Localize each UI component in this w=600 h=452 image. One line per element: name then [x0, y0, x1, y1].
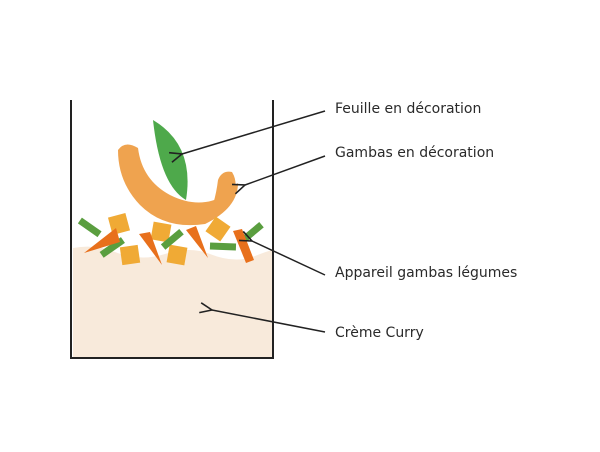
arrow-leaf	[182, 110, 326, 154]
label-leaf: Feuille en décoration	[335, 101, 482, 117]
curry-cream	[73, 246, 272, 357]
prawn-decoration	[118, 144, 238, 226]
label-prawns: Gambas en décoration	[335, 145, 495, 161]
arrow-prawns	[245, 155, 326, 185]
arrow-mixture	[252, 241, 326, 276]
glass-outline	[70, 100, 274, 359]
label-mixture: Appareil gambas légumes	[335, 265, 518, 281]
label-cream: Crème Curry	[335, 325, 424, 341]
arrow-cream	[212, 310, 326, 333]
